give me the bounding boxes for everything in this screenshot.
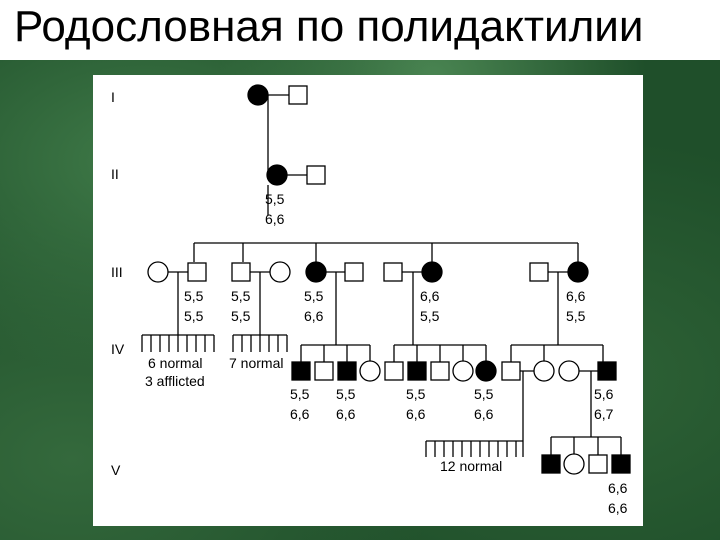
- unaffected-male-symbol: [383, 262, 403, 282]
- genotype-label: 6,6: [336, 406, 356, 422]
- affected-female-symbol: [475, 360, 497, 382]
- unaffected-male-symbol: [314, 361, 334, 381]
- unaffected-female-symbol: [269, 261, 291, 283]
- pedigree-chart: I II III IV V: [111, 84, 631, 516]
- connector-lines: [141, 94, 622, 457]
- unaffected-female-symbol: [147, 261, 169, 283]
- unaffected-female-symbol: [563, 453, 585, 475]
- genotype-label: 6,6: [566, 288, 586, 304]
- affected-male-symbol: [291, 361, 311, 381]
- genotype-label: 6,6: [608, 480, 628, 496]
- genotype-label: 5,5: [406, 386, 426, 402]
- unaffected-male-symbol: [187, 262, 207, 282]
- genotype-label: 5,5: [231, 288, 251, 304]
- unaffected-female-symbol: [359, 360, 381, 382]
- unaffected-female-symbol: [452, 360, 474, 382]
- genotype-label: 5,5: [231, 308, 251, 324]
- genotype-label: 6,6: [304, 308, 324, 324]
- unaffected-male-symbol: [430, 361, 450, 381]
- genotype-label: 5,5: [265, 191, 285, 207]
- genotype-label: 5,5: [290, 386, 310, 402]
- genotype-label: 5,5: [304, 288, 324, 304]
- affected-male-symbol: [611, 454, 631, 474]
- unaffected-male-symbol: [501, 361, 521, 381]
- generation-label-2: II: [111, 166, 119, 182]
- unaffected-male-symbol: [529, 262, 549, 282]
- sibship-note: 6 normal: [148, 355, 202, 371]
- unaffected-female-symbol: [558, 360, 580, 382]
- genotype-label: 6,6: [265, 211, 285, 227]
- affected-female-symbol: [305, 261, 327, 283]
- generation-label-5: V: [111, 462, 121, 478]
- genotype-label: 6,6: [290, 406, 310, 422]
- genotype-label: 5,5: [184, 288, 204, 304]
- genotype-label: 5,6: [594, 386, 614, 402]
- genotype-label: 6,6: [420, 288, 440, 304]
- affected-male-symbol: [407, 361, 427, 381]
- sibship-note: 7 normal: [229, 355, 283, 371]
- genotype-label: 5,5: [474, 386, 494, 402]
- affected-female-symbol: [421, 261, 443, 283]
- genotype-label: 5,5: [336, 386, 356, 402]
- affected-male-symbol: [541, 454, 561, 474]
- genotype-label: 6,7: [594, 406, 614, 422]
- sibship-note: 12 normal: [440, 458, 502, 474]
- genotype-label: 6,6: [474, 406, 494, 422]
- affected-female-symbol: [247, 84, 269, 106]
- generation-label-1: I: [111, 89, 115, 105]
- unaffected-male-symbol: [588, 454, 608, 474]
- genotype-label: 5,5: [184, 308, 204, 324]
- unaffected-male-symbol: [344, 262, 364, 282]
- unaffected-female-symbol: [533, 360, 555, 382]
- affected-male-symbol: [597, 361, 617, 381]
- genotype-label: 6,6: [406, 406, 426, 422]
- genotype-label: 5,5: [420, 308, 440, 324]
- unaffected-male-symbol: [231, 262, 251, 282]
- affected-female-symbol: [266, 164, 288, 186]
- affected-female-symbol: [567, 261, 589, 283]
- unaffected-male-symbol: [288, 85, 308, 105]
- unaffected-male-symbol: [306, 165, 326, 185]
- affected-male-symbol: [337, 361, 357, 381]
- sibship-note: 3 afflicted: [145, 373, 205, 389]
- genotype-label: 5,5: [566, 308, 586, 324]
- generation-label-4: IV: [111, 341, 125, 357]
- generation-label-3: III: [111, 264, 123, 280]
- pedigree-panel: I II III IV V: [93, 75, 643, 526]
- page-title: Родословная по полидактилии: [14, 2, 644, 51]
- genotype-label: 6,6: [608, 500, 628, 516]
- title-bar: Родословная по полидактилии: [0, 0, 720, 60]
- unaffected-male-symbol: [384, 361, 404, 381]
